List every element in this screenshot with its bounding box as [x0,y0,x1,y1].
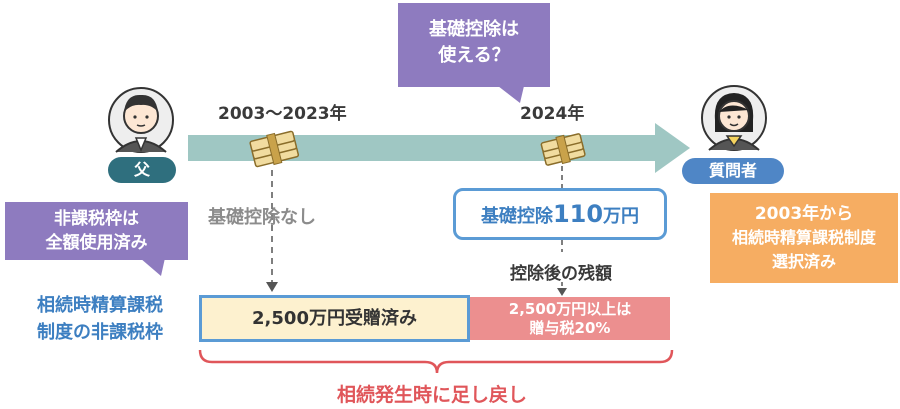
yellow-bar: 2,500万円受贈済み [199,295,470,342]
money-stack-icon [540,133,586,166]
father-avatar-icon [108,87,174,153]
questioner-label: 質問者 [708,161,757,180]
callout-left-line1: 非課税枠は [54,209,139,229]
father-badge: 父 [108,157,176,183]
red-bar-line2: 贈与税20% [529,319,611,337]
callout-right-line3: 選択済み [771,252,836,271]
callout-left: 非課税枠は 全額使用済み [5,202,188,260]
red-bar-line1: 2,500万円以上は [508,300,632,318]
year-left: 2003〜2023年 [218,104,347,124]
father-label: 父 [133,160,150,179]
callout-right-line2: 相続時精算課税制度 [731,228,876,247]
basic-deduction-prefix: 基礎控除 [480,206,553,227]
bottom-label: 相続発生時に足し戻し [337,384,528,406]
callout-right: 2003年から 相続時精算課税制度 選択済み [710,193,898,283]
connector-arrowhead-right [557,288,567,296]
left-caption-line1: 相続時精算課税 [37,295,163,316]
yellow-bar-label: 2,500万円受贈済み [252,308,417,329]
callout-right-line1: 2003年から [754,204,854,224]
callout-top-line2: 使える？ [438,45,510,66]
callout-left-line2: 全額使用済み [45,233,148,253]
after-deduction-note: 控除後の残額 [510,264,612,284]
left-caption-line2: 制度の非課税枠 [37,322,163,343]
bottom-brace [198,349,674,374]
year-right: 2024年 [520,104,585,124]
callout-top: 基礎控除は 使える？ [398,3,550,87]
red-bar: 2,500万円以上は 贈与税20% [470,297,670,340]
questioner-avatar-icon [701,85,767,151]
left-caption: 相続時精算課税 制度の非課税枠 [10,292,190,346]
basic-deduction-unit: 万円 [603,206,640,227]
no-deduction-note: 基礎控除なし [208,207,316,228]
questioner-badge: 質問者 [682,158,784,184]
callout-top-line1: 基礎控除は [429,19,519,40]
connector-arrowhead-left [266,282,278,292]
callout-left-tail [140,258,165,276]
basic-deduction-box: 基礎控除110万円 [453,188,667,240]
money-stack-icon [249,130,300,168]
callout-top-tail [498,86,524,103]
basic-deduction-amount: 110 [552,200,604,228]
